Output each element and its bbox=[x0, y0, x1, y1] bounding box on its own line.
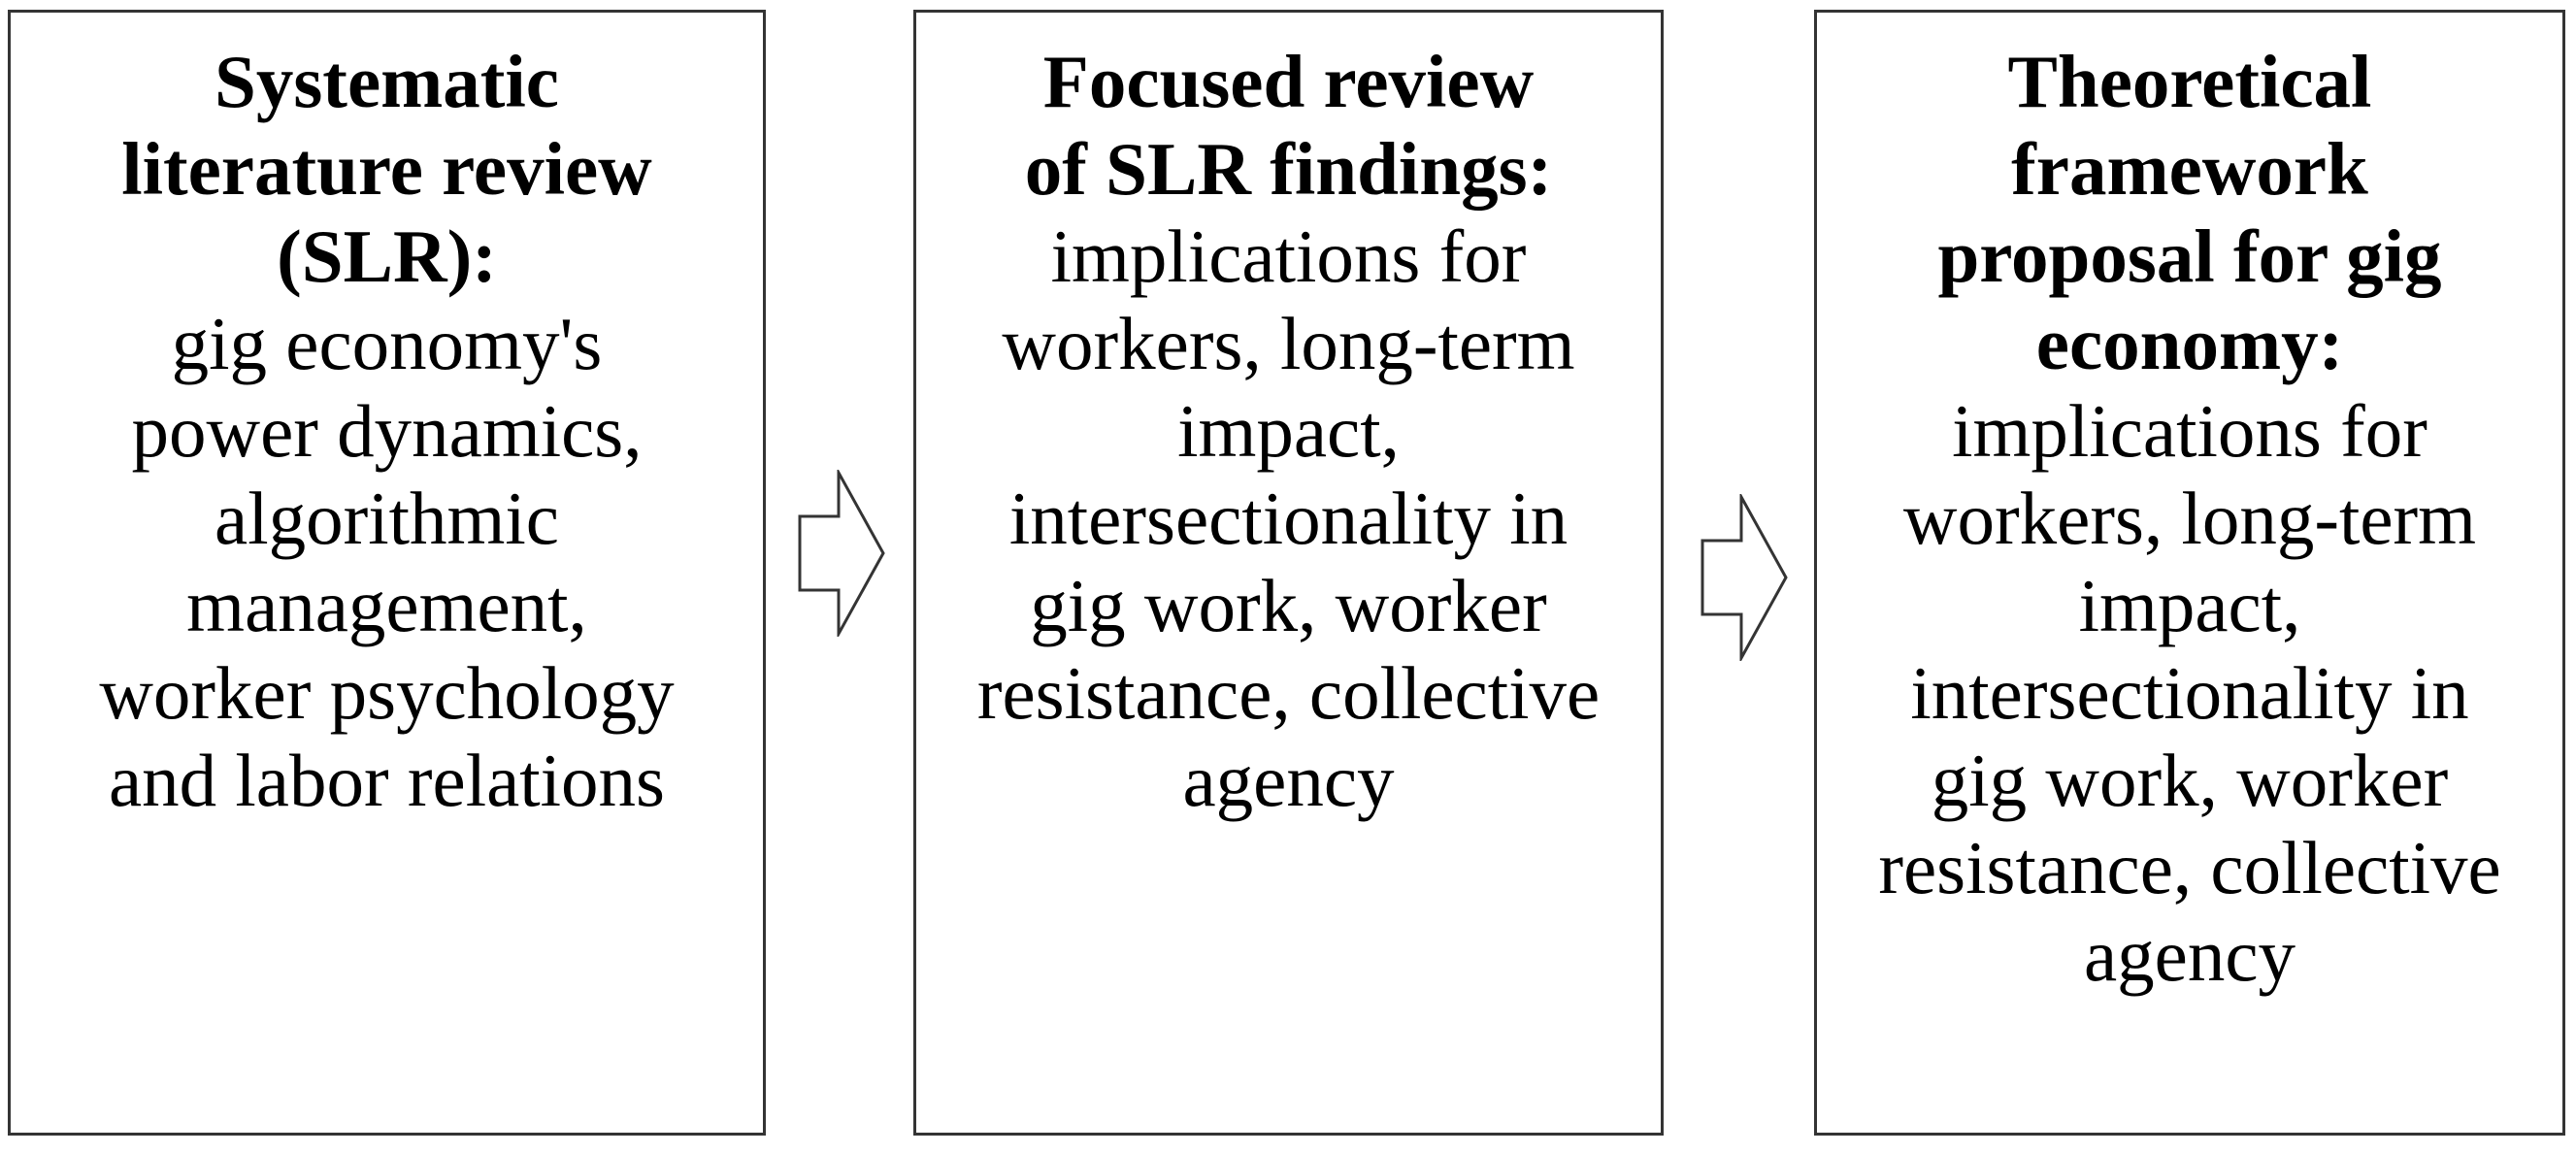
stage-box-framework-proposal: Theoretical framework proposal for gig e… bbox=[1814, 10, 2565, 1136]
stage-body: gig economy's power dynamics, algorithmi… bbox=[99, 302, 675, 822]
stage-body: implications for workers, long-term impa… bbox=[1878, 389, 2501, 997]
stage-box-slr: Systematic literature review (SLR): gig … bbox=[8, 10, 766, 1136]
stage-body: implications for workers, long-term impa… bbox=[976, 214, 1601, 822]
block-arrow-right-icon bbox=[1701, 494, 1788, 661]
block-arrow-right-icon bbox=[798, 470, 885, 637]
stage-title: Systematic literature review (SLR): bbox=[121, 40, 652, 298]
stage-title: Focused review of SLR findings: bbox=[1024, 40, 1553, 211]
stage-title: Theoretical framework proposal for gig e… bbox=[1937, 40, 2442, 385]
stage-box-focused-review: Focused review of SLR findings: implicat… bbox=[913, 10, 1664, 1136]
